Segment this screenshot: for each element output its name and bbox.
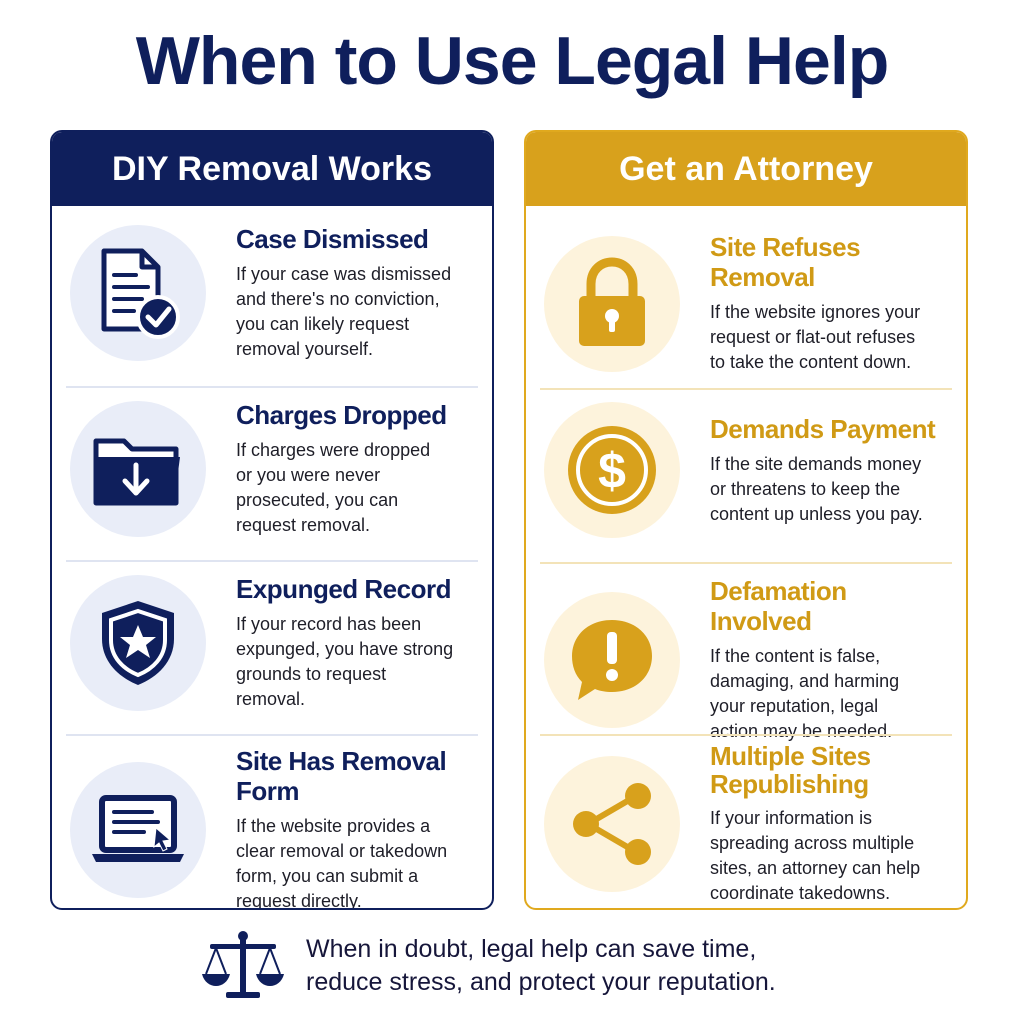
attorney-item-defamation-involved: Defamation Involved If the content is fa… [544, 576, 952, 744]
desc-line: you can likely request [236, 314, 410, 334]
footer-line: reduce stress, and protect your reputati… [306, 968, 776, 996]
desc-line: or you were never [236, 465, 381, 485]
divider [66, 560, 478, 562]
desc-line: your reputation, legal [710, 696, 879, 716]
desc-line: If the website provides a [236, 816, 431, 836]
diy-panel-header: DIY Removal Works [52, 132, 492, 206]
desc-line: spreading across multiple [710, 833, 915, 853]
heading-line: Multiple Sites [710, 741, 871, 771]
diy-item-case-dismissed: Case Dismissed If your case was dismisse… [70, 224, 478, 362]
footer-line: When in doubt, legal help can save time, [306, 935, 757, 963]
desc-line: removal. [236, 689, 306, 709]
item-heading: Site Refuses Removal [710, 232, 861, 292]
item-description: If the content is false, damaging, and h… [710, 644, 952, 744]
item-description: If the website ignores your request or f… [710, 300, 952, 375]
desc-line: sites, an attorney can help [710, 858, 921, 878]
desc-line: clear removal or takedown [236, 841, 448, 861]
dollar-coin-icon: $ [544, 402, 680, 538]
folder-download-icon [70, 401, 206, 537]
laptop-form-icon [70, 762, 206, 898]
divider [540, 734, 952, 736]
heading-line: Republishing [710, 769, 869, 799]
desc-line: expunged, you have strong [236, 639, 454, 659]
page-title: When to Use Legal Help [135, 23, 890, 99]
item-description: If your case was dismissed and there's n… [236, 262, 478, 362]
divider [66, 734, 478, 736]
item-heading: Case Dismissed [236, 224, 429, 254]
divider [66, 386, 478, 388]
desc-line: If your information is [710, 808, 873, 828]
desc-line: coordinate takedowns. [710, 883, 891, 903]
item-description: If your information is spreading across … [710, 806, 952, 906]
diy-item-charges-dropped: Charges Dropped If charges were dropped … [70, 400, 478, 538]
item-heading: Expunged Record [236, 574, 451, 604]
document-check-icon [70, 225, 206, 361]
share-network-icon [544, 756, 680, 892]
desc-line: request removal. [236, 515, 371, 535]
desc-line: If your record has been [236, 614, 422, 634]
desc-line: action may be needed. [710, 721, 893, 741]
desc-line: If the website ignores your [710, 302, 921, 322]
desc-line: form, you can submit a [236, 866, 419, 886]
attorney-item-multiple-sites-republishing: Multiple Sites Republishing If your info… [544, 742, 952, 906]
item-heading: Multiple Sites Republishing [710, 742, 952, 798]
item-description: If the website provides a clear removal … [236, 814, 478, 910]
divider [540, 562, 952, 564]
desc-line: to take the content down. [710, 352, 912, 372]
desc-line: request directly. [236, 891, 362, 910]
attorney-panel: Get an Attorney Site Refuses Removal If … [524, 130, 968, 910]
diy-item-site-has-removal-form: Site Has Removal Form If the website pro… [70, 746, 478, 910]
shield-star-icon [70, 575, 206, 711]
padlock-icon [544, 235, 680, 372]
item-heading: Site Has Removal Form [236, 746, 447, 806]
attorney-item-site-refuses-removal: Site Refuses Removal If the website igno… [544, 232, 952, 375]
diy-panel: DIY Removal Works Case Dismissed If your… [50, 130, 494, 910]
item-heading: Demands Payment [710, 413, 936, 444]
desc-line: request or flat-out refuses [710, 327, 916, 347]
divider [540, 388, 952, 390]
desc-line: and there's no conviction, [236, 289, 440, 309]
svg-text:$: $ [598, 443, 626, 499]
footer-note: When in doubt, legal help can save time,… [200, 928, 840, 1004]
item-description: If the site demands money or threatens t… [710, 452, 952, 527]
desc-line: content up unless you pay. [710, 503, 923, 524]
desc-line: If charges were dropped [236, 440, 431, 460]
item-heading: Charges Dropped [236, 400, 447, 430]
desc-line: or threatens to keep the [710, 478, 901, 499]
desc-line: If the site demands money [710, 453, 922, 474]
scales-of-justice-icon [202, 931, 284, 998]
desc-line: grounds to request [236, 664, 387, 684]
diy-item-expunged-record: Expunged Record If your record has been … [70, 574, 478, 712]
desc-line: removal yourself. [236, 339, 374, 359]
attorney-item-demands-payment: $ Demands Payment If the site demands mo… [544, 402, 952, 538]
desc-line: If your case was dismissed [236, 264, 452, 284]
item-description: If charges were dropped or you were neve… [236, 438, 478, 538]
exclamation-bubble-icon [544, 592, 680, 728]
desc-line: prosecuted, you can [236, 490, 399, 510]
item-description: If your record has been expunged, you ha… [236, 612, 478, 712]
attorney-panel-header: Get an Attorney [526, 132, 966, 206]
desc-line: damaging, and harming [710, 671, 900, 691]
footer-text: When in doubt, legal help can save time,… [306, 933, 776, 999]
item-heading: Defamation Involved [710, 576, 847, 636]
desc-line: If the content is false, [710, 646, 881, 666]
